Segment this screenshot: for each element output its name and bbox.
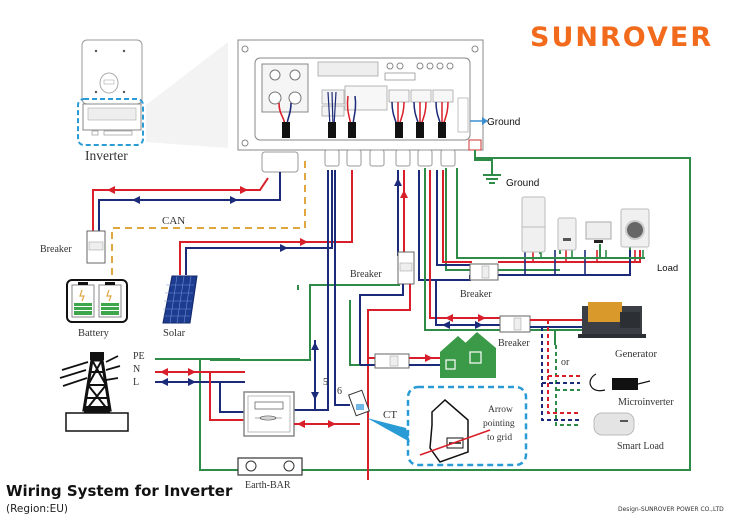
transmission-tower-icon: [59, 352, 129, 432]
wire-5-label: 5: [323, 377, 328, 388]
water-heater-icon: [593, 412, 635, 436]
solar-label: Solar: [163, 328, 186, 339]
ground-top-label: Ground: [487, 117, 520, 128]
ct-pointer: [367, 418, 410, 442]
breaker-house: [374, 353, 410, 369]
breaker-battery: [86, 230, 106, 264]
brand-logo: SUNROVER: [530, 22, 714, 53]
ct-note-line-3: to grid: [487, 433, 512, 443]
page-title: Wiring System for Inverter: [6, 482, 233, 500]
battery-icon: [66, 279, 128, 323]
ct-note-line-1: Arrow: [488, 405, 513, 415]
page-subtitle: (Region:EU): [6, 503, 68, 515]
design-credit: Design-SUNROVER POWER CO.,LTD: [618, 506, 724, 513]
zoom-fan: [146, 42, 228, 148]
grid-l-label: L: [133, 377, 139, 388]
ground-symbol-label: Ground: [506, 178, 539, 189]
inverter-highlight-frame: [77, 98, 144, 146]
can-cable: [111, 160, 306, 275]
solar-positive-wire: [179, 170, 353, 275]
breaker-load: [469, 263, 499, 281]
breaker-gen: [499, 315, 531, 333]
battery-neutral-wire: [98, 172, 281, 260]
breaker-mid: [397, 251, 415, 285]
ground-symbol-icon: [474, 150, 501, 184]
tv-icon: [585, 221, 612, 243]
refrigerator-icon: [521, 196, 546, 253]
grid-wire-5: [280, 170, 329, 411]
boiler-icon: [557, 217, 577, 251]
battery-live-wire: [92, 177, 269, 260]
breaker-gen-label: Breaker: [498, 338, 530, 349]
solar-panel-icon: [162, 275, 198, 324]
alternative-wiring: [541, 320, 580, 426]
breaker-load-label: Breaker: [460, 289, 492, 300]
wire-6-label: 6: [337, 386, 342, 397]
inverter-unit-icon: [81, 39, 143, 136]
washing-machine-icon: [620, 208, 650, 248]
inverter-label: Inverter: [85, 148, 128, 163]
microinverter-icon: [589, 373, 651, 392]
generator-label: Generator: [615, 349, 657, 360]
solar-negative-wire: [185, 170, 333, 275]
breaker-battery-label: Breaker: [40, 244, 72, 255]
smart-load-label: Smart Load: [617, 441, 664, 452]
current-transformer-icon: [348, 389, 370, 417]
load-label: Load: [657, 263, 678, 274]
grid-wire-6: [334, 170, 350, 406]
grid-n-label: N: [133, 364, 140, 375]
earth-bar-icon: [237, 457, 303, 476]
microinverter-label: Microinverter: [618, 397, 674, 408]
grid-pe-label: PE: [133, 351, 145, 362]
ct-detail-icon: [419, 398, 491, 463]
ct-callout-frame: [406, 385, 528, 467]
ct-note-line-2: pointing: [483, 419, 515, 429]
or-label: or: [561, 357, 570, 368]
inverter-terminal-panel-icon: [237, 39, 484, 173]
earth-bar-label: Earth-BAR: [245, 480, 291, 491]
battery-label: Battery: [78, 328, 110, 339]
generator-icon: [578, 302, 646, 338]
can-label: CAN: [162, 215, 185, 227]
house-icon: [440, 332, 496, 378]
ct-label: CT: [383, 409, 397, 421]
breaker-mid-label: Breaker: [350, 269, 382, 280]
energy-meter-icon: [243, 391, 295, 437]
